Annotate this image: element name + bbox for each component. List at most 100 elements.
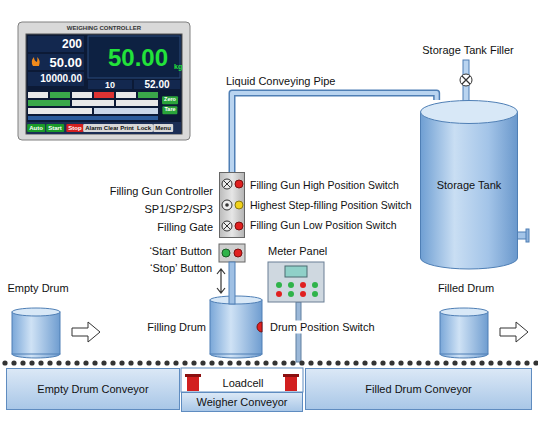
roller bbox=[326, 360, 331, 365]
display-value: 200 bbox=[62, 38, 82, 50]
filling-drum bbox=[210, 300, 262, 354]
tank-outlet bbox=[526, 229, 529, 242]
roller bbox=[452, 360, 457, 365]
edge-label: Liquid Conveying Pipe bbox=[226, 76, 335, 87]
roller bbox=[398, 360, 403, 365]
liquid-pipe bbox=[232, 93, 437, 172]
loadcell-zone bbox=[187, 377, 199, 391]
display-value: 10000.00 bbox=[40, 74, 82, 84]
roller bbox=[137, 360, 142, 365]
table-cells bbox=[28, 116, 158, 120]
flow-arrow bbox=[72, 322, 100, 342]
loadcell-zone bbox=[285, 377, 297, 391]
roller bbox=[506, 360, 511, 365]
gun-symbol bbox=[225, 203, 229, 207]
meter-panel bbox=[276, 282, 282, 288]
weighing-controller bbox=[134, 80, 180, 89]
roller bbox=[92, 360, 97, 365]
gun-symbol bbox=[222, 200, 232, 210]
meter-panel bbox=[300, 291, 306, 297]
roller bbox=[146, 360, 151, 365]
table-cells bbox=[50, 92, 70, 98]
table-cells bbox=[94, 92, 114, 98]
empty-drum bbox=[12, 312, 60, 354]
gun-symbol bbox=[235, 201, 243, 209]
display-value: 52.00 bbox=[144, 80, 169, 90]
node-label: Storage Tank bbox=[434, 179, 505, 191]
empty-drum-conveyor: Empty Drum Conveyor bbox=[6, 368, 180, 410]
roller bbox=[65, 360, 70, 365]
roller bbox=[38, 360, 43, 365]
roller bbox=[533, 360, 538, 365]
filled-drum bbox=[440, 308, 488, 358]
table-cells bbox=[72, 92, 92, 98]
empty-drum bbox=[12, 308, 60, 358]
meter-panel bbox=[268, 262, 324, 302]
meter-panel bbox=[276, 291, 282, 297]
drum-position-switch bbox=[257, 322, 262, 332]
table-cells bbox=[116, 100, 158, 106]
roller bbox=[254, 360, 259, 365]
filling-drum bbox=[210, 296, 262, 304]
part-label: Meter Panel bbox=[268, 246, 327, 257]
loadcell-zone bbox=[181, 368, 303, 392]
start-stop-buttons bbox=[219, 244, 245, 262]
roller bbox=[119, 360, 124, 365]
screen-button: Start bbox=[46, 124, 64, 132]
part-label: Storage Tank Filler bbox=[422, 45, 514, 56]
part-label: Filling Gun Controller bbox=[110, 185, 213, 197]
part-label: Filling Drum bbox=[147, 322, 206, 333]
meter-panel bbox=[312, 282, 318, 288]
meter-panel bbox=[285, 266, 307, 277]
node-label: Weigher Conveyor bbox=[194, 396, 291, 408]
panel-title: WEIGHING CONTROLLER bbox=[67, 25, 141, 31]
pipe-outline bbox=[232, 93, 437, 172]
roller bbox=[182, 360, 187, 365]
screen-button: Menu bbox=[153, 124, 173, 132]
roller bbox=[488, 360, 493, 365]
roller bbox=[308, 360, 313, 365]
weigher-conveyor: Weigher Conveyor bbox=[181, 392, 303, 412]
roller bbox=[209, 360, 214, 365]
storage-tank-filler bbox=[460, 74, 472, 86]
screen-button: Alarm Clear bbox=[83, 124, 121, 132]
roller bbox=[272, 360, 277, 365]
weighing-controller bbox=[88, 80, 132, 89]
node-label: Empty Drum Conveyor bbox=[34, 383, 151, 395]
roller bbox=[164, 360, 169, 365]
roller bbox=[317, 360, 322, 365]
roller bbox=[515, 360, 520, 365]
table-cells bbox=[28, 100, 70, 106]
roller bbox=[74, 360, 79, 365]
filling-nozzle bbox=[229, 262, 235, 304]
roller bbox=[47, 360, 52, 365]
roller bbox=[56, 360, 61, 365]
roller bbox=[155, 360, 160, 365]
roller bbox=[353, 360, 358, 365]
loadcell-zone bbox=[283, 374, 299, 377]
roller bbox=[524, 360, 529, 365]
gun-symbol bbox=[224, 223, 230, 229]
display-value: 10 bbox=[105, 81, 115, 90]
roller bbox=[218, 360, 223, 365]
gun-symbol bbox=[235, 180, 243, 188]
roller bbox=[461, 360, 466, 365]
screen-button: Tare bbox=[162, 106, 177, 114]
part-label: Filling Gun Low Position Switch bbox=[250, 220, 396, 231]
meter-panel bbox=[300, 282, 306, 288]
roller bbox=[128, 360, 133, 365]
part-label: Drum Position Switch bbox=[268, 321, 377, 334]
roller bbox=[290, 360, 295, 365]
weighing-controller bbox=[26, 34, 182, 134]
roller bbox=[173, 360, 178, 365]
up-down-arrow bbox=[217, 269, 225, 293]
weighing-controller bbox=[28, 36, 84, 52]
roller bbox=[434, 360, 439, 365]
screen-button: Stop bbox=[66, 124, 83, 132]
screen-button: Zero bbox=[162, 96, 178, 104]
weighing-controller bbox=[18, 22, 190, 140]
table-cells bbox=[72, 100, 114, 106]
start-stop-buttons bbox=[219, 244, 245, 262]
roller bbox=[263, 360, 268, 365]
storage-tank-filler bbox=[460, 60, 472, 106]
